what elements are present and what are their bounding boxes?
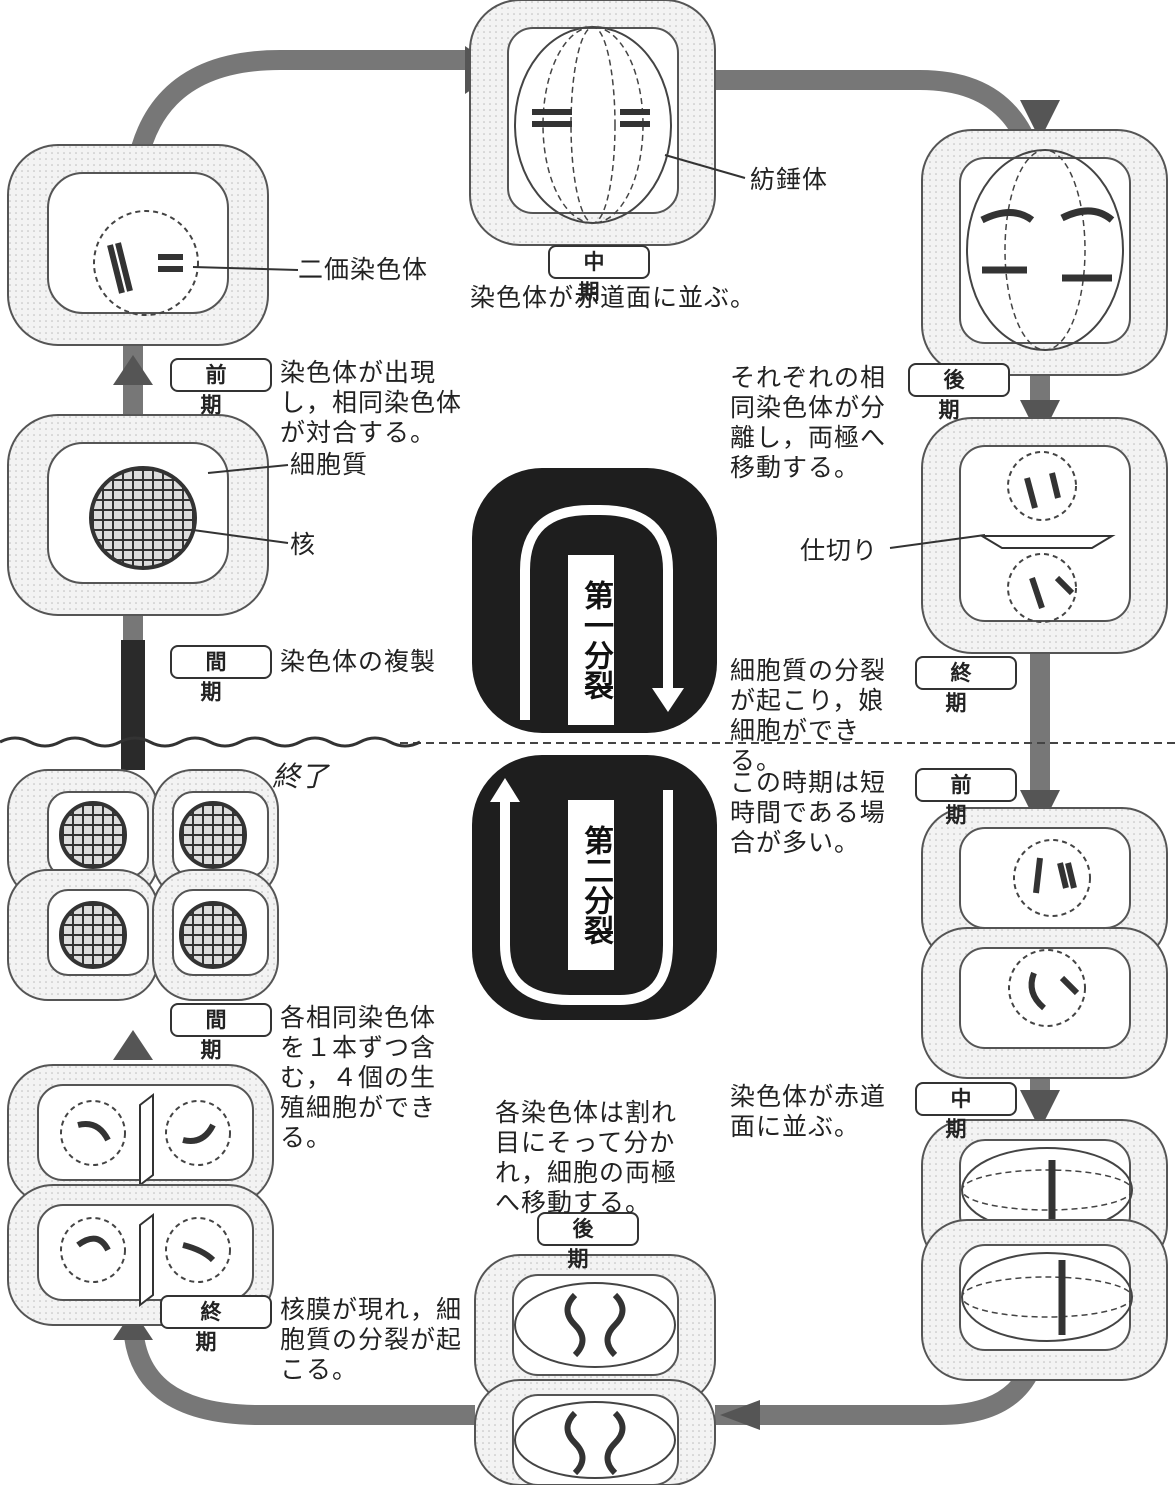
desc-metaphase1: 染色体が赤道面に並ぶ。 bbox=[470, 283, 757, 312]
stage-anaphase2: 後 期 bbox=[537, 1212, 639, 1271]
desc-telophase1: 細胞質の分裂が起こり，娘細胞ができる。 bbox=[730, 656, 887, 775]
stage-anaphase1: 後 期 bbox=[908, 363, 1010, 422]
desc-anaphase2: 各染色体は割れ目にそって分かれ，細胞の両極へ移動する。 bbox=[495, 1098, 678, 1217]
stage-prophase1: 前 期 bbox=[170, 358, 272, 417]
stage-metaphase1: 中 期 bbox=[548, 245, 650, 304]
meiosis1-title: 第一分裂 bbox=[568, 555, 614, 725]
desc-metaphase2: 染色体が赤道面に並ぶ。 bbox=[730, 1082, 887, 1141]
cell-metaphase1 bbox=[469, 0, 746, 246]
desc-telophase2: 核膜が現れ，細胞質の分裂が起こる。 bbox=[280, 1295, 463, 1384]
desc-prophase2: この時期は短時間である場合が多い。 bbox=[730, 768, 887, 857]
label-nucleus: 核 bbox=[290, 530, 317, 559]
desc-interphase2: 各相同染色体を１本ずつ含む，４個の生殖細胞ができる。 bbox=[280, 1003, 437, 1152]
cell-interphase1 bbox=[7, 414, 289, 616]
label-cytoplasm: 細胞質 bbox=[290, 450, 369, 479]
cell-prophase2 bbox=[921, 807, 1168, 1079]
stage-telophase2: 終 期 bbox=[160, 1295, 272, 1354]
cell-anaphase2 bbox=[474, 1254, 716, 1485]
label-bivalent: 二価染色体 bbox=[298, 255, 429, 284]
cell-metaphase2 bbox=[921, 1119, 1168, 1381]
label-end: 終了 bbox=[272, 760, 329, 793]
stage-telophase1: 終 期 bbox=[915, 656, 1017, 715]
cell-telophase2 bbox=[7, 1064, 274, 1326]
label-partition: 仕切り bbox=[800, 536, 879, 565]
stage-prophase2: 前 期 bbox=[915, 768, 1017, 827]
desc-interphase1: 染色体の複製 bbox=[280, 647, 437, 676]
desc-prophase1: 染色体が出現し，相同染色体が対合する。 bbox=[280, 358, 463, 447]
stage-interphase2: 間 期 bbox=[170, 1003, 272, 1062]
meiosis2-title: 第二分裂 bbox=[568, 800, 614, 970]
cell-prophase1 bbox=[7, 144, 299, 346]
cell-interphase2 bbox=[7, 769, 279, 1001]
cell-telophase1 bbox=[921, 417, 1168, 654]
stage-interphase1: 間 期 bbox=[170, 645, 272, 704]
stage-metaphase2: 中 期 bbox=[915, 1082, 1017, 1141]
label-spindle: 紡錘体 bbox=[750, 165, 829, 194]
desc-anaphase1: それぞれの相同染色体が分離し，両極へ移動する。 bbox=[730, 363, 887, 482]
cell-anaphase1 bbox=[921, 129, 1168, 376]
